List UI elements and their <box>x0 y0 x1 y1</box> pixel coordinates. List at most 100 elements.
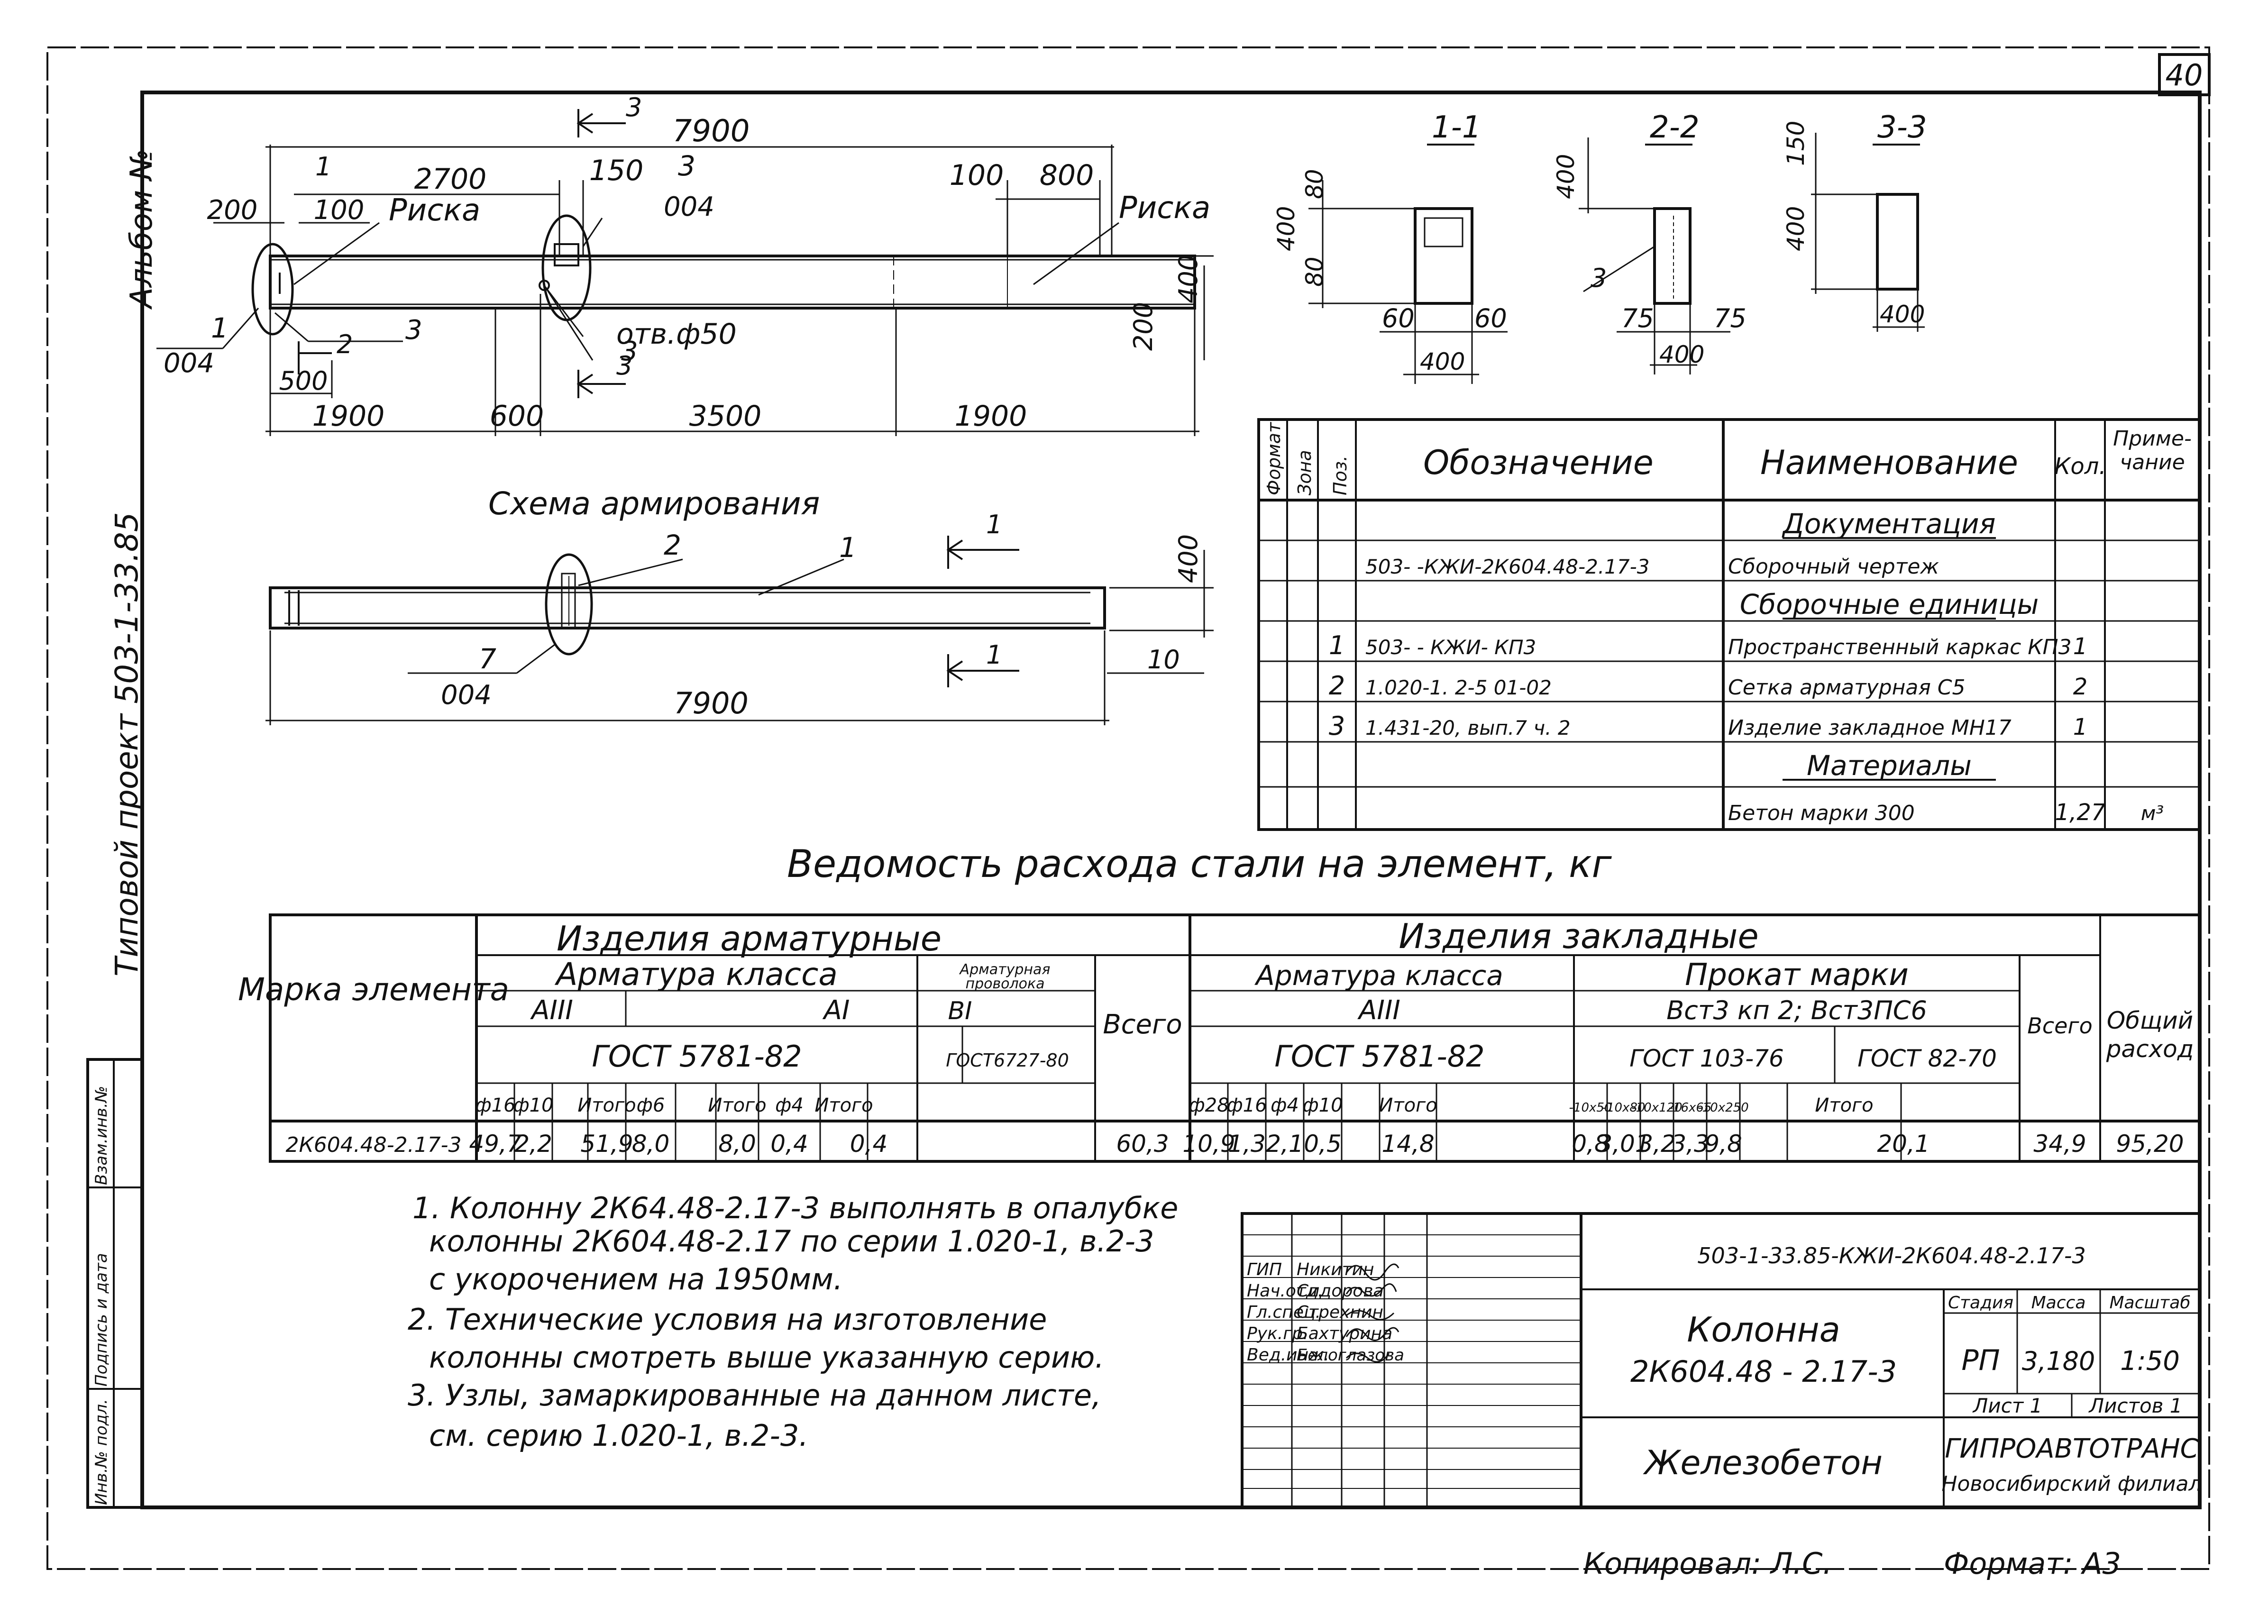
steel-subheader: ф16 <box>1226 1095 1267 1116</box>
section-1-1: 1-1 80 400 80 60 60 400 <box>1272 110 1508 384</box>
svg-text:чание: чание <box>2120 450 2185 474</box>
svg-text:80: 80 <box>1301 256 1328 287</box>
album-label: Альбом № <box>124 149 159 310</box>
steel-row-value: 0,4 <box>770 1130 808 1158</box>
svg-text:1-1: 1-1 <box>1432 110 1482 145</box>
steel-subheader: Итого <box>577 1095 636 1116</box>
spec-qty: 2 <box>2073 674 2088 700</box>
spec-name: Сетка арматурная С5 <box>1728 675 1966 700</box>
svg-text:РП: РП <box>1961 1344 2000 1377</box>
svg-text:с укорочением на 1950мм.: с укорочением на 1950мм. <box>429 1262 843 1296</box>
format-label: Формат: А3 <box>1944 1546 2121 1581</box>
svg-text:400: 400 <box>1272 206 1300 251</box>
steel-row-value: 2,1 <box>1266 1130 1304 1158</box>
svg-text:Марка элемента: Марка элемента <box>238 971 509 1008</box>
spec-note: м³ <box>2141 802 2164 825</box>
drawing-title: Колонна <box>1687 1310 1840 1350</box>
steel-row-value: 51,9 <box>580 1130 633 1158</box>
hole-label: отв.ф50 <box>616 318 737 351</box>
svg-text:3: 3 <box>405 315 422 346</box>
steel-subheader: ф6 <box>637 1095 665 1116</box>
steel-subheader: -16x65 <box>1669 1101 1712 1115</box>
steel-subheader: ф4 <box>775 1095 804 1116</box>
steel-subheader: ф10 <box>513 1095 553 1116</box>
svg-text:1: 1 <box>986 640 1002 670</box>
notes: 1. Колонну 2К64.48-2.17-3 выполнять в оп… <box>408 1191 1178 1453</box>
section-2-2: 2-2 400 3 75 75 400 <box>1552 110 1747 374</box>
steel-subheader: -10x250 <box>1698 1101 1748 1115</box>
svg-text:400: 400 <box>1420 348 1465 375</box>
section-3-3: 3-3 150 400 400 <box>1782 110 1927 332</box>
svg-text:АIII: АIII <box>530 995 573 1026</box>
svg-text:400: 400 <box>1552 154 1580 199</box>
spec-name: Материалы <box>1807 749 1972 782</box>
svg-text:150: 150 <box>589 154 644 187</box>
svg-text:Масштаб: Масштаб <box>2109 1293 2190 1313</box>
side-stamp: Инв.№ подл. Подпись и дата Взам.инв.№ <box>86 1058 144 1509</box>
svg-text:7: 7 <box>479 643 496 675</box>
svg-text:ГОСТ 82-70: ГОСТ 82-70 <box>1857 1045 1997 1072</box>
svg-text:3: 3 <box>616 351 632 381</box>
steel-row-value: 0,8 <box>1572 1130 1610 1158</box>
svg-text:2К604.48 - 2.17-3: 2К604.48 - 2.17-3 <box>1630 1354 1897 1389</box>
steel-row-value: 8,0 <box>718 1130 756 1158</box>
svg-text:1: 1 <box>839 531 857 564</box>
svg-text:100: 100 <box>314 195 365 226</box>
svg-text:400: 400 <box>1173 255 1203 303</box>
steel-row-value: 34,9 <box>2033 1130 2086 1158</box>
riska-right-label: Риска <box>1119 191 1210 226</box>
steel-subheader: Итого <box>1379 1095 1437 1116</box>
svg-text:1: 1 <box>986 510 1002 539</box>
reinforcement-title: Схема армирования <box>488 485 820 522</box>
svg-text:600: 600 <box>490 400 544 433</box>
svg-text:2700: 2700 <box>414 163 487 196</box>
svg-text:Железобетон: Железобетон <box>1643 1443 1883 1482</box>
svg-text:см. серию 1.020-1: см. серию 1.020-1, в.2-3. <box>429 1418 808 1453</box>
svg-text:1900: 1900 <box>312 400 385 433</box>
svg-text:расход: расход <box>2106 1035 2194 1063</box>
svg-text:Кол.: Кол. <box>2054 453 2106 480</box>
svg-text:Изделия закладные: Изделия закладные <box>1399 916 1758 956</box>
svg-text:3: 3 <box>1591 263 1607 293</box>
steel-subheader: Итого <box>1815 1095 1873 1116</box>
svg-text:503-1-33.85-КЖИ-2К604.48-2.17-: 503-1-33.85-КЖИ-2К604.48-2.17-3 <box>1697 1243 2086 1268</box>
svg-text:Арматурная: Арматурная <box>959 961 1051 978</box>
svg-text:2: 2 <box>664 529 681 561</box>
steel-row-value: 10,9 <box>1182 1130 1235 1158</box>
svg-text:150: 150 <box>1782 121 1810 166</box>
steel-row-value: 9,8 <box>1704 1130 1742 1158</box>
steel-subheader: -10x80 <box>1602 1101 1646 1115</box>
spec-pos: 2 <box>1329 671 1345 701</box>
svg-text:004: 004 <box>664 192 714 222</box>
reinforcement-scheme: Схема армирования 7900 400 10 1 2 7 004 … <box>265 485 1214 725</box>
spec-qty: 1 <box>2073 714 2088 740</box>
steel-subheader: ф28 <box>1189 1095 1229 1116</box>
svg-text:Прокат марки: Прокат марки <box>1685 958 1909 993</box>
svg-text:Общий: Общий <box>2107 1007 2193 1034</box>
riska-left-label: Риска <box>389 193 480 228</box>
steel-row-value: 3,01 <box>1597 1130 1650 1158</box>
steel-row-value: 60,3 <box>1116 1130 1169 1158</box>
steel-consumption-table: Марка элемента Изделия арматурные Издели… <box>238 913 2201 1163</box>
svg-text:1900: 1900 <box>955 400 1027 433</box>
spec-qty: 1 <box>2073 633 2088 660</box>
svg-text:Изделия арматурные: Изделия арматурные <box>557 919 942 958</box>
svg-text:Вед.инж.: Вед.инж. <box>1247 1345 1329 1365</box>
spec-name: Документация <box>1782 508 1996 540</box>
svg-text:200: 200 <box>207 195 258 226</box>
svg-text:Сидорова: Сидорова <box>1297 1281 1384 1301</box>
svg-text:1: 1 <box>211 312 229 344</box>
svg-text:Никитин: Никитин <box>1297 1260 1374 1279</box>
svg-text:800: 800 <box>1040 159 1094 192</box>
svg-text:2-2: 2-2 <box>1650 110 1700 145</box>
svg-text:400: 400 <box>1659 341 1704 368</box>
svg-text:ГОСТ 103-76: ГОСТ 103-76 <box>1629 1045 1784 1072</box>
svg-text:400: 400 <box>1880 301 1925 328</box>
steel-table-title: Ведомость расхода стали на элемент, кг <box>787 842 1612 886</box>
spec-name: Изделие закладное МН17 <box>1728 716 2012 740</box>
page-number: 40 <box>2166 58 2203 92</box>
svg-text:ГОСТ 5781-82: ГОСТ 5781-82 <box>1274 1039 1484 1074</box>
spec-pos: 3 <box>1329 711 1345 741</box>
